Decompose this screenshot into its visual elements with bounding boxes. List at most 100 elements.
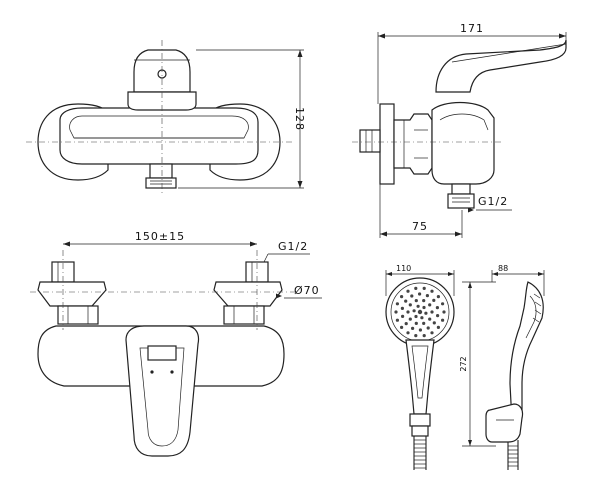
shower-side-hose bbox=[507, 440, 519, 470]
front-outlet-nut bbox=[145, 177, 177, 189]
height-front-label: 128 bbox=[293, 107, 306, 131]
nozzle-dot bbox=[401, 314, 405, 318]
flange-diameter-label: Ø70 bbox=[294, 284, 320, 297]
nozzle-dot bbox=[436, 295, 440, 299]
nozzle-dot bbox=[418, 292, 422, 296]
nozzle-dot bbox=[408, 317, 412, 321]
side-view: 171 G1/2 75 bbox=[352, 22, 567, 238]
nozzle-dot bbox=[441, 318, 445, 322]
nozzle-dot bbox=[428, 303, 432, 307]
nozzle-dot bbox=[425, 294, 429, 298]
shower-nozzles bbox=[394, 286, 446, 338]
nozzle-dot bbox=[400, 306, 404, 310]
nozzle-dot bbox=[400, 325, 404, 329]
side-lever bbox=[435, 39, 567, 93]
side-body bbox=[431, 101, 495, 185]
depth-label: 75 bbox=[412, 220, 428, 233]
nozzle-dot bbox=[428, 317, 432, 321]
nozzle-dot bbox=[417, 309, 423, 315]
nozzle-dot bbox=[406, 331, 410, 335]
nozzle-dot bbox=[426, 326, 430, 330]
front-view: 128 bbox=[26, 40, 306, 196]
top-thread-label: G1/2 bbox=[278, 240, 308, 253]
nozzle-dot bbox=[414, 334, 418, 338]
top-left-flange bbox=[37, 281, 107, 307]
nozzle-dot bbox=[406, 310, 410, 314]
nozzle-dot bbox=[418, 328, 422, 332]
nozzle-dot bbox=[416, 304, 420, 308]
top-lever bbox=[125, 325, 200, 457]
dim-g12-top: G1/2 bbox=[263, 240, 310, 263]
dim-75: 75 bbox=[379, 184, 463, 238]
nozzle-dot bbox=[420, 316, 424, 320]
nozzle-dot bbox=[411, 326, 415, 330]
shower-handle bbox=[405, 339, 435, 415]
nozzle-dot bbox=[430, 331, 434, 335]
nozzle-dot bbox=[422, 286, 426, 290]
nozzle-dot bbox=[430, 310, 434, 314]
nozzle-dot bbox=[410, 294, 414, 298]
dim-110: 110 bbox=[385, 264, 455, 296]
nozzle-dot bbox=[404, 322, 408, 326]
nozzle-dot bbox=[412, 309, 416, 313]
dim-88: 88 bbox=[491, 264, 545, 296]
front-outlet bbox=[149, 163, 173, 179]
side-outlet bbox=[451, 183, 471, 195]
dim-128: 128 bbox=[178, 49, 306, 189]
nozzle-dot bbox=[442, 310, 446, 314]
side-outlet-nut bbox=[447, 193, 475, 209]
nozzle-dot bbox=[400, 295, 404, 299]
nozzle-dot bbox=[394, 310, 398, 314]
nozzle-dot bbox=[422, 299, 426, 303]
dim-272: 272 bbox=[459, 281, 496, 447]
nozzle-dot bbox=[441, 302, 445, 306]
nozzle-dot bbox=[435, 306, 439, 310]
nozzle-dot bbox=[430, 289, 434, 293]
nozzle-dot bbox=[404, 299, 408, 303]
top-left-nut bbox=[57, 305, 99, 325]
nozzle-dot bbox=[432, 321, 436, 325]
shower-hose-nut bbox=[411, 425, 429, 437]
dim-d70: Ø70 bbox=[276, 284, 322, 299]
side-wall-plate bbox=[379, 103, 395, 185]
top-width-label: 171 bbox=[460, 22, 484, 35]
nozzle-dot bbox=[406, 289, 410, 293]
shower-side-profile bbox=[509, 281, 544, 423]
nozzle-dot bbox=[408, 303, 412, 307]
nozzle-dot bbox=[436, 325, 440, 329]
shower-height-label: 272 bbox=[459, 356, 468, 371]
center-distance-label: 150±15 bbox=[135, 230, 185, 243]
nozzle-dot bbox=[422, 334, 426, 338]
dim-150: 150±15 bbox=[63, 230, 257, 247]
shower-holder bbox=[485, 403, 524, 443]
top-right-nut bbox=[223, 305, 265, 325]
nozzle-dot bbox=[422, 321, 426, 325]
hand-shower-front: 110 bbox=[385, 264, 455, 470]
top-view: 150±15 G1/2 Ø70 bbox=[30, 230, 322, 457]
shower-head-width-label: 110 bbox=[396, 264, 411, 273]
top-lever-badge bbox=[147, 345, 177, 361]
nozzle-dot bbox=[432, 298, 436, 302]
nozzle-dot bbox=[422, 305, 426, 310]
dim-g12-side: G1/2 bbox=[468, 195, 512, 213]
front-body bbox=[59, 107, 259, 165]
top-right-flange bbox=[213, 281, 283, 307]
shower-head-depth-label: 88 bbox=[498, 264, 508, 273]
nozzle-dot bbox=[436, 314, 440, 318]
dim-171: 171 bbox=[377, 22, 567, 104]
nozzle-dot bbox=[424, 311, 428, 315]
hand-shower-side: 88 272 bbox=[459, 264, 545, 470]
side-thread-label: G1/2 bbox=[478, 195, 508, 208]
side-inlet-pipe bbox=[359, 129, 381, 153]
nozzle-dot bbox=[414, 321, 418, 325]
nozzle-dot bbox=[395, 318, 399, 322]
nozzle-dot bbox=[395, 302, 399, 306]
shower-hose bbox=[413, 436, 427, 470]
shower-handle-end bbox=[409, 413, 431, 427]
side-connector bbox=[393, 113, 433, 175]
nozzle-dot bbox=[414, 286, 418, 290]
nozzle-dot bbox=[414, 299, 418, 303]
nozzle-dot bbox=[414, 314, 418, 319]
